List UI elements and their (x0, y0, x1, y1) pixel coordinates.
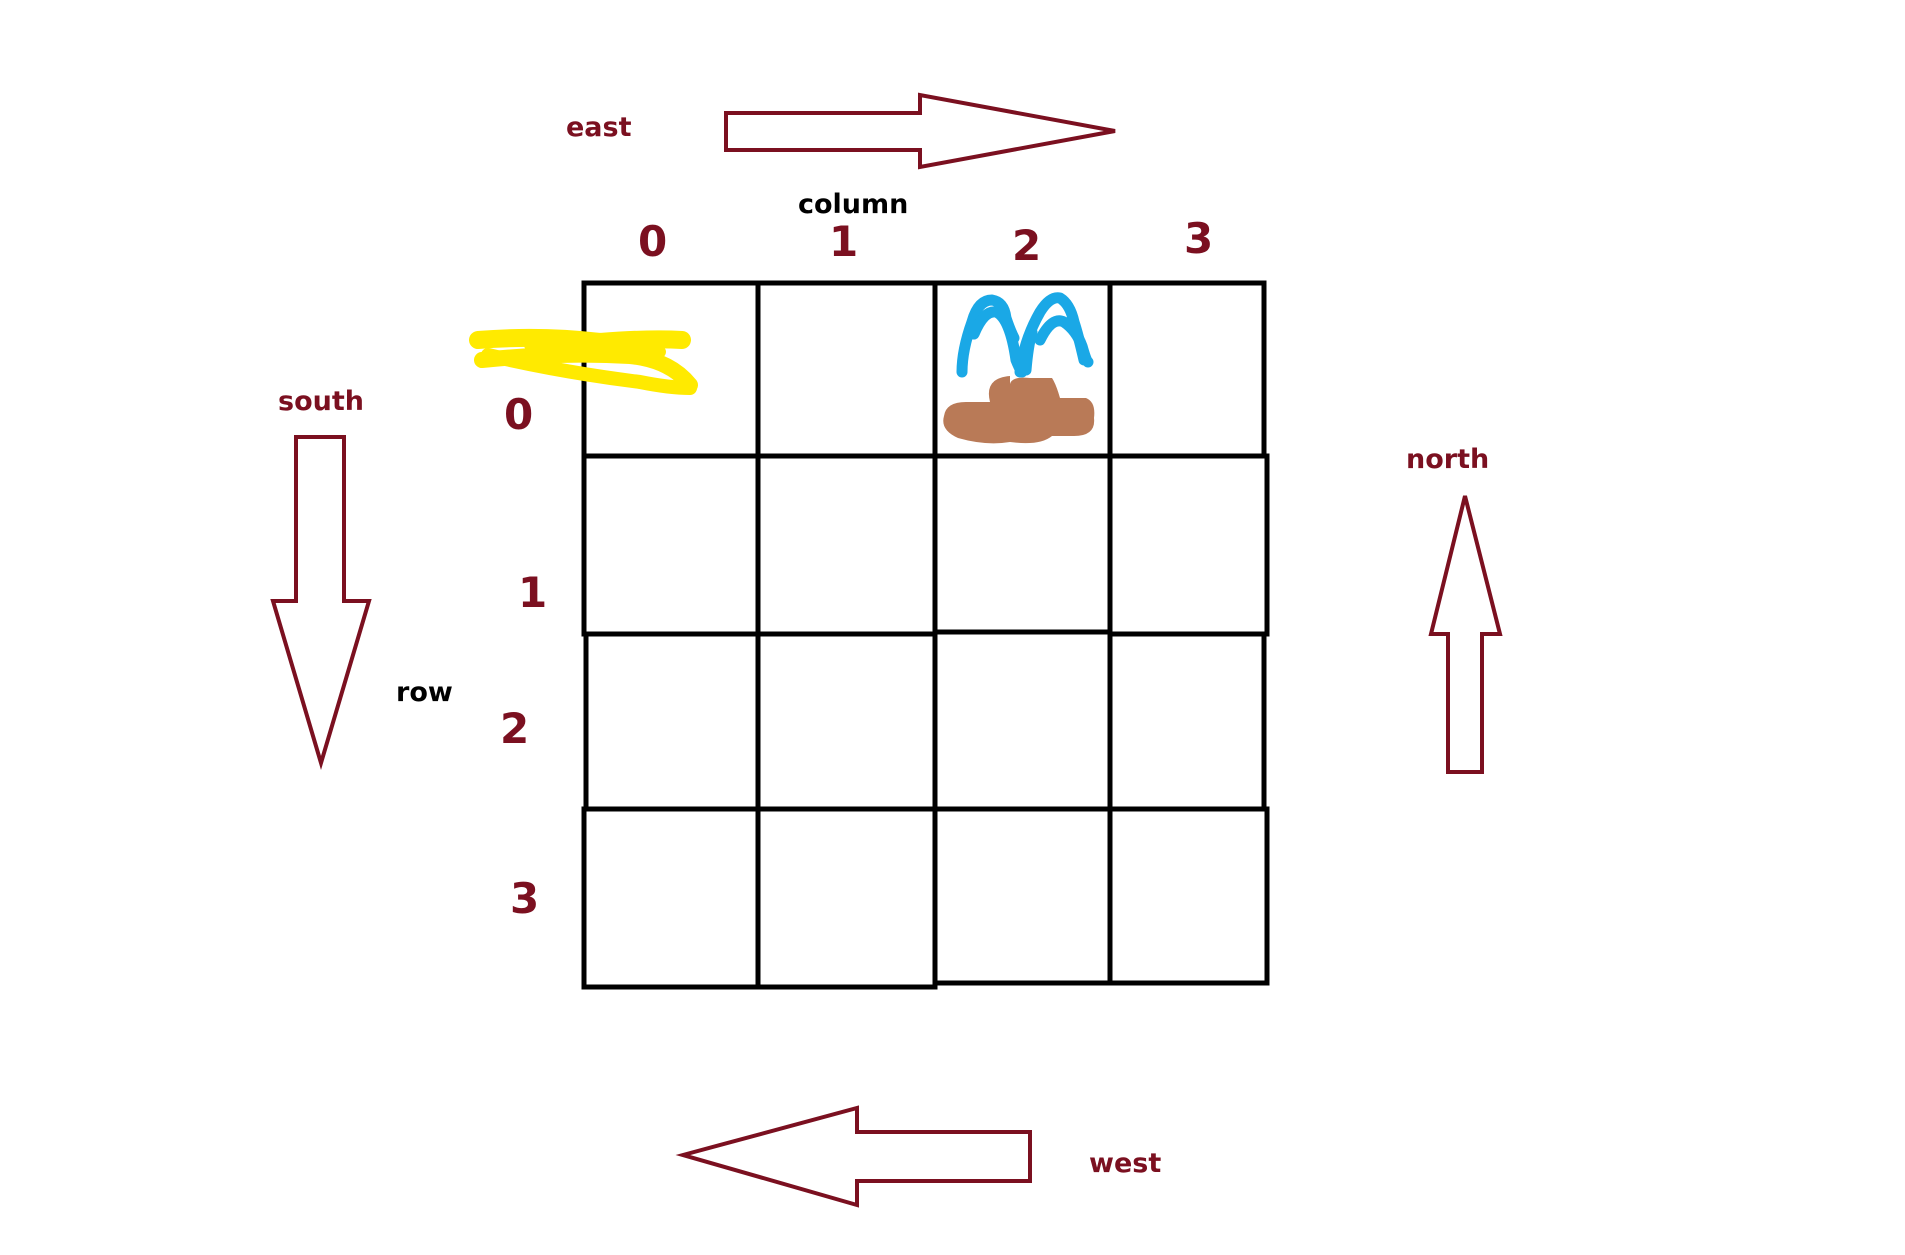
row-index-3: 3 (510, 874, 539, 923)
row-index-0: 0 (504, 390, 533, 439)
east-label: east (566, 112, 632, 143)
grid-cell-r3-c0 (581, 806, 761, 990)
grid-cell-r1-c3 (1107, 453, 1270, 637)
grid-cell-r3-c3 (1107, 806, 1270, 986)
grid-cell-r3-c2 (932, 806, 1113, 986)
grid-cell-r2-c1 (755, 631, 938, 812)
west-arrow (675, 1105, 1032, 1208)
column-index-0: 0 (638, 217, 667, 266)
north-arrow (1428, 495, 1503, 774)
grid-cell-r0-c3 (1107, 280, 1267, 459)
row-index-1: 1 (518, 568, 547, 617)
grid-cell-r2-c0 (583, 631, 761, 812)
south-label: south (278, 386, 364, 417)
column-label: column (798, 189, 908, 220)
grid-cell-r2-c2 (932, 629, 1113, 812)
column-index-2: 2 (1012, 221, 1041, 270)
grid-cell-r1-c1 (755, 453, 938, 637)
grid-cell-r1-c2 (932, 453, 1113, 637)
column-index-3: 3 (1184, 214, 1213, 263)
grid-cell-r3-c1 (755, 806, 938, 990)
grid-cell-r2-c3 (1107, 631, 1267, 812)
south-arrow (270, 435, 372, 771)
grid-cell-r0-c1 (755, 280, 938, 459)
yellow-marker-icon (469, 328, 698, 395)
column-index-1: 1 (829, 217, 858, 266)
north-label: north (1406, 444, 1489, 475)
row-label: row (396, 677, 453, 708)
grid-cell-r1-c0 (581, 453, 761, 637)
east-arrow (724, 92, 1116, 170)
fountain-icon (943, 292, 1095, 444)
row-index-2: 2 (500, 704, 529, 753)
west-label: west (1089, 1148, 1161, 1179)
